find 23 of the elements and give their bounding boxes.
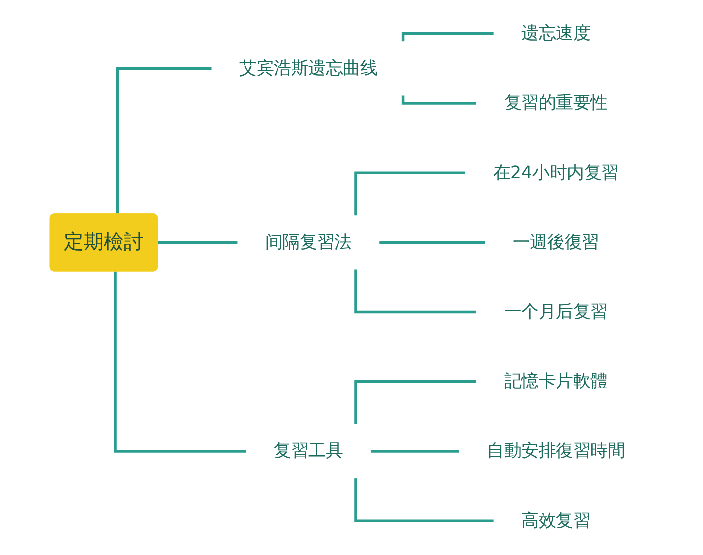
node-text: 遗忘速度 [522, 24, 591, 44]
connector [402, 32, 494, 42]
node-text: 自動安排復習時間 [487, 441, 626, 462]
node-text: 一週後復習 [512, 232, 600, 252]
node-text: 复習的重要性 [504, 93, 608, 114]
connector [378, 241, 486, 244]
connector [354, 269, 478, 314]
node-text: 艾宾浩斯遗忘曲线 [240, 58, 378, 78]
connector [354, 478, 494, 522]
connector [369, 450, 460, 453]
node-text: 在24小时内复習 [493, 162, 620, 183]
node-text: 复習工具 [274, 441, 344, 462]
connector [116, 67, 212, 214]
connector [402, 95, 478, 105]
connector [354, 380, 478, 425]
mind-map-drawing: 定期檢討 艾宾浩斯遗忘曲线 遗忘速度 复習的重要性 间隔复習法 在24小时内复習 一週後復習 一个月后复習 复習工具 記憶卡片軟體 自動安排復習時間 高效复習 [43, 0, 660, 555]
connector [354, 172, 466, 216]
node-text: 一个月后复習 [504, 302, 608, 322]
connector [114, 272, 247, 453]
node-text: 高效复習 [522, 510, 591, 531]
node-text: 间隔复習法 [266, 232, 352, 252]
connector [156, 241, 238, 244]
node-text: 記憶卡片軟體 [504, 372, 608, 392]
